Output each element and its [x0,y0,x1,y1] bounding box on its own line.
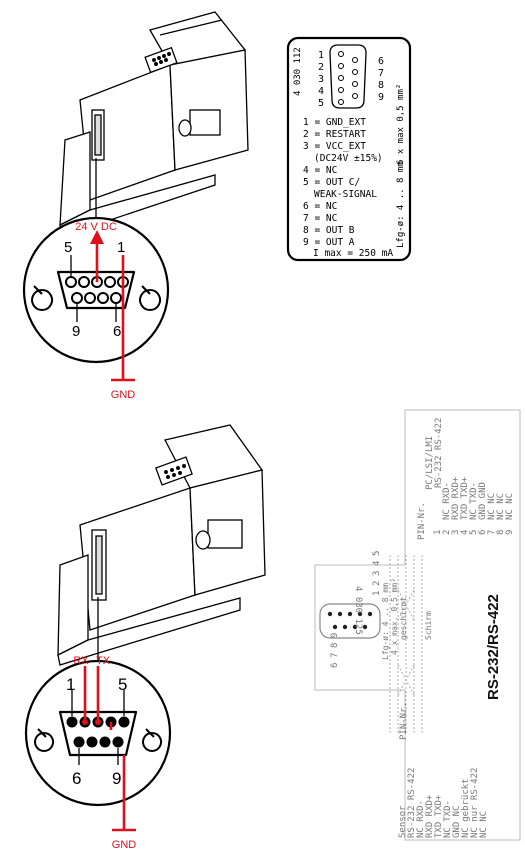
top-pin-1-label: 1 [117,239,125,256]
pin-row: 1 = GND_EXT [303,117,366,128]
left-num: 3 [318,74,324,85]
conn-num: 9 [330,633,340,638]
table-header: RS-232 RS-422 [407,768,417,838]
pin-num: 4 [460,530,470,535]
card-schirm: Schirm [424,611,433,640]
card-title: RS-232/RS-422 [485,594,502,700]
top-pin-5-label: 5 [64,239,72,256]
pin-num: 8 [496,530,506,535]
table-row: NC NC [496,493,506,520]
top-card-left-nums: 1 2 3 4 5 [318,50,324,109]
rx-label: RX [73,655,89,667]
table-row: TXD TXD+ [434,794,444,838]
top-card-wire-spec: 6 x max 0,5 mm² [396,84,406,165]
table-header: RS-232 RS-422 [434,418,444,488]
pin-row: 4 = NC [303,165,337,176]
top-card-length-spec: Lfg-ø: 4 .. 8 mm [396,161,406,248]
top-pin-9-label: 9 [72,323,80,340]
table-row: NC RXD- [442,482,452,520]
tx-label: TX [96,655,111,667]
card-conn-top-nums: 1 2 3 4 5 [372,551,382,596]
bottom-gnd-label: GND [112,839,137,851]
pin-row: 5 = OUT C/ [303,177,360,188]
conn-num: 3 [372,571,382,576]
top-pin-6-label: 6 [113,323,121,340]
table-row: GND GND [478,482,488,520]
right-num: 8 [378,80,384,91]
top-card-pin-list: 1 = GND_EXT 2 = RESTART 3 = VCC_EXT (DC2… [303,117,393,259]
pin-num: 1 [433,530,443,535]
voltage-label: 24 V DC [75,221,117,233]
table-row: TXD TXD+ [460,476,470,520]
right-num: 6 [378,56,384,67]
bottom-pin-6-label: 6 [72,769,81,788]
table-row: NC NC [487,493,497,520]
conn-num: 6 [330,663,340,668]
table-row: NC RXD- [416,800,426,838]
pin-row: I max = 250 mA [313,248,393,259]
conn-num: 4 [372,561,382,566]
table-header: PIN-Nr. [399,702,409,740]
conn-num: 2 [372,581,382,586]
pin-num: 9 [505,530,515,535]
card-part-no: 4 030 125 [353,586,363,635]
card-right-table: PC/LSI/LMI RS-232 RS-422 PIN-Nr. 1 2 3 4… [417,418,515,540]
top-card-right-nums: 6 7 8 9 [378,56,384,103]
bottom-pin-5-label: 5 [118,675,127,694]
top-gnd-label: GND [111,389,136,401]
card-lfg: Lfg-ø: 4 .. 8 mm [381,583,390,660]
pin-num: 2 [442,530,452,535]
left-num: 5 [318,98,324,109]
table-row: NC NC [505,493,515,520]
table-header: Sensor [398,805,408,838]
table-header: PC/LSI/LMI [425,436,435,490]
top-device-drawing [59,11,249,236]
pin-num: 3 [451,530,461,535]
bottom-rs-card [314,409,521,841]
top-connector-zoom [22,158,170,382]
bottom-pin-1-label: 1 [66,675,75,694]
pin-row: 3 = VCC_EXT [303,141,366,152]
right-num: 7 [378,68,384,79]
pin-row: (DC24V ±15%) [314,153,383,164]
pin-num: 6 [478,530,488,535]
bottom-device-drawing [57,424,266,666]
table-row: GND NC [452,805,462,838]
pin-num: 7 [487,530,497,535]
top-pinout-card [286,36,412,262]
table-row: NC NC [479,811,489,838]
table-row: RXD RXD+ [451,476,461,520]
pin-row: 7 = NC [303,213,337,224]
card-conn-bottom-nums: 6 7 8 9 [330,633,340,668]
table-header: PIN-Nr. [417,502,427,540]
pin-row: WEAK-SIGNAL [314,189,377,200]
pin-num: 5 [469,530,479,535]
conn-num: 5 [372,551,382,556]
left-num: 2 [318,62,324,73]
table-row: NC nur RS-422 [470,768,480,838]
bottom-connector-zoom [24,597,172,832]
table-row: NC gebrückt [461,778,471,838]
table-row: NC TXD- [469,482,479,520]
pin-row: 9 = OUT A [303,237,355,248]
pin-row: 6 = NC [303,201,337,212]
card-shield: geschirmt [399,596,408,640]
conn-num: 7 [330,653,340,658]
conn-num: 8 [330,643,340,648]
bottom-pin-9-label: 9 [112,769,121,788]
table-row: RXD RXD+ [425,794,435,838]
table-row: NC TXD- [443,800,453,838]
top-card-part-no: 4 030 112 [293,47,303,96]
right-num: 9 [378,92,384,103]
conn-num: 1 [372,591,382,596]
pin-row: 8 = OUT B [303,225,355,236]
left-num: 1 [318,50,324,61]
left-num: 4 [318,86,324,97]
card-left-table: Sensor RS-232 RS-422 PIN-Nr. NC RXD- RXD… [398,702,489,838]
pin-row: 2 = RESTART [303,129,366,140]
card-wire: 4 x max. 0,5 mm² [390,578,399,655]
